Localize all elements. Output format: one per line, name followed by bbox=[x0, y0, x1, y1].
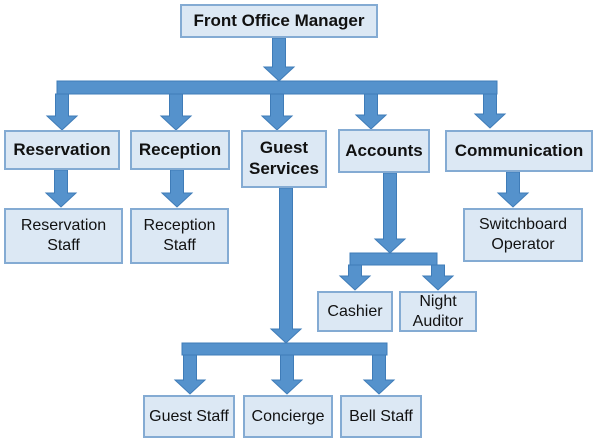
bar-to-bell-staff-arrow bbox=[362, 354, 396, 395]
bar-to-accounts-arrow bbox=[354, 93, 388, 130]
bar-to-reception-arrow bbox=[159, 93, 193, 131]
node-reception-staff: Reception Staff bbox=[130, 208, 229, 264]
node-reservation: Reservation bbox=[4, 130, 120, 170]
node-night-auditor: Night Auditor bbox=[399, 291, 477, 332]
bar-to-reservation-arrow bbox=[45, 93, 79, 131]
node-reception: Reception bbox=[130, 130, 230, 170]
node-accounts: Accounts bbox=[338, 129, 430, 173]
bar-to-guest-staff-arrow bbox=[173, 354, 207, 395]
guest-services-to-bar-arrow bbox=[269, 187, 303, 344]
node-bell-staff: Bell Staff bbox=[340, 395, 422, 438]
node-communication: Communication bbox=[445, 130, 593, 172]
accounts-to-bar-arrow bbox=[373, 172, 407, 254]
node-guest-staff: Guest Staff bbox=[143, 395, 235, 438]
node-switchboard-operator: Switchboard Operator bbox=[463, 208, 583, 262]
manager-to-bar-arrow bbox=[262, 37, 296, 82]
node-front-office-manager: Front Office Manager bbox=[180, 4, 378, 38]
reservation-to-staff-arrow bbox=[44, 169, 78, 208]
reception-to-staff-arrow bbox=[160, 169, 194, 208]
bar-to-night-auditor-arrow bbox=[421, 264, 455, 291]
node-reservation-staff: Reservation Staff bbox=[4, 208, 123, 264]
guest-services-distribution-bar bbox=[181, 342, 388, 356]
communication-to-switchboard-arrow bbox=[496, 171, 530, 208]
bar-to-guest-services-arrow bbox=[260, 93, 294, 131]
accounts-distribution-bar bbox=[349, 252, 438, 266]
bar-to-concierge-arrow bbox=[270, 354, 304, 395]
node-concierge: Concierge bbox=[243, 395, 333, 438]
bar-to-communication-arrow bbox=[473, 93, 507, 129]
main-distribution-bar bbox=[56, 80, 498, 95]
node-guest-services: Guest Services bbox=[241, 130, 327, 188]
node-cashier: Cashier bbox=[317, 291, 393, 332]
bar-to-cashier-arrow bbox=[338, 264, 372, 291]
